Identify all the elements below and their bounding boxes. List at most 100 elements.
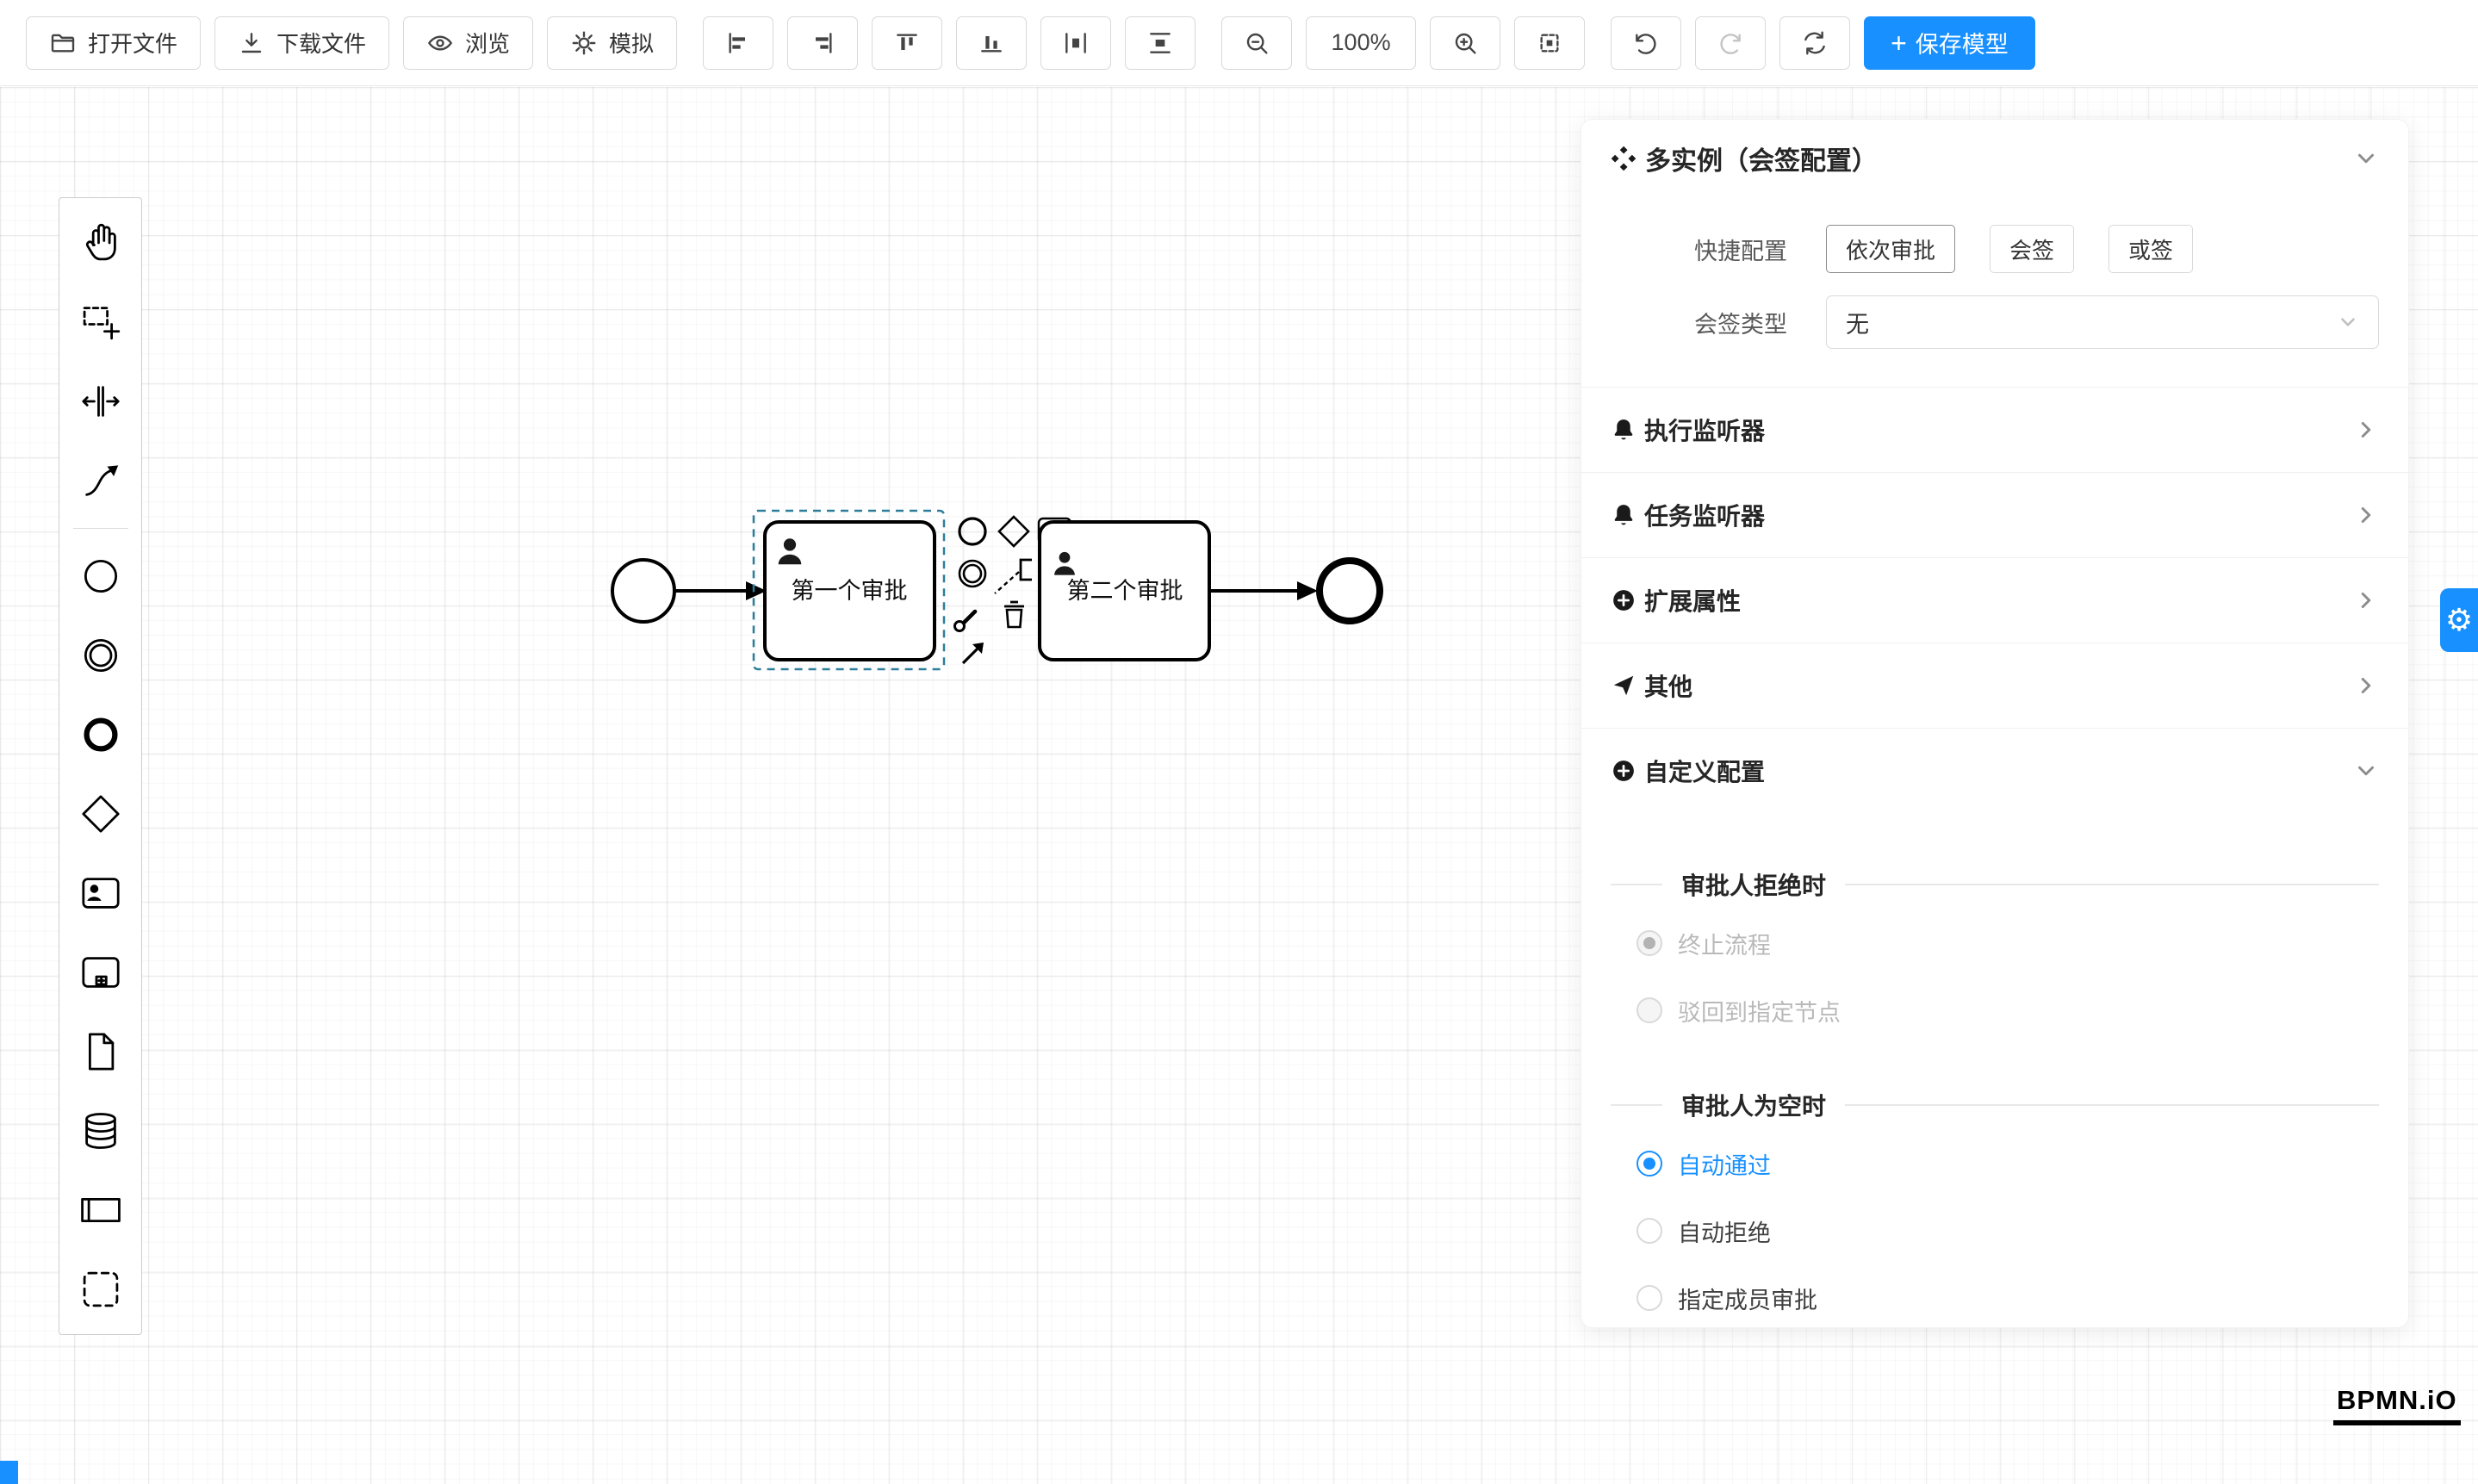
multi-instance-header[interactable]: 多实例（会签配置） xyxy=(1581,120,2408,197)
reject-divider-title: 审批人拒绝时 xyxy=(1681,872,1827,899)
radio-label: 自动通过 xyxy=(1678,1152,1771,1179)
align-left-icon xyxy=(729,32,746,53)
append-text-annotation-icon[interactable] xyxy=(994,558,1032,594)
end-event[interactable] xyxy=(1316,557,1383,624)
database-icon xyxy=(84,1113,116,1149)
download-file-button[interactable]: 下载文件 xyxy=(214,16,390,70)
send-icon xyxy=(1613,675,1634,696)
create-user-task[interactable] xyxy=(59,854,142,933)
lasso-tool[interactable] xyxy=(59,283,142,362)
zoom-out-icon xyxy=(1246,33,1268,54)
quick-option-countersign[interactable]: 会签 xyxy=(1990,225,2075,273)
quick-option-orsign[interactable]: 或签 xyxy=(2108,225,2194,273)
radio-assign-member[interactable]: 指定成员审批 xyxy=(1611,1264,2379,1327)
palette xyxy=(59,197,142,1335)
fit-viewport-button[interactable] xyxy=(1514,16,1586,70)
append-end-event-icon[interactable] xyxy=(958,517,987,546)
global-connect-tool[interactable] xyxy=(59,441,142,520)
bpmn-io-logo[interactable]: BPMN.iO xyxy=(2333,1385,2461,1425)
create-end-event[interactable] xyxy=(59,695,142,774)
distribute-horizontal-button[interactable] xyxy=(1040,16,1112,70)
simulate-button[interactable]: 模拟 xyxy=(547,16,678,70)
reset-diagram-button[interactable] xyxy=(1779,16,1851,70)
simulate-gear-icon xyxy=(572,31,596,54)
circle-plus-icon xyxy=(1613,761,1634,781)
space-tool-icon xyxy=(81,386,120,417)
create-group[interactable] xyxy=(59,1250,142,1329)
create-subprocess[interactable] xyxy=(59,933,142,1012)
chevron-right-icon xyxy=(2361,507,2371,523)
save-model-button[interactable]: + 保存模型 xyxy=(1864,16,2035,70)
quick-config-label: 快捷配置 xyxy=(1694,238,1787,264)
section-execution-listener[interactable]: 执行监听器 xyxy=(1581,387,2408,472)
section-task-listener[interactable]: 任务监听器 xyxy=(1581,472,2408,557)
sequence-flow-1[interactable] xyxy=(675,581,767,600)
align-bottom-icon xyxy=(981,35,1002,53)
sign-type-label: 会签类型 xyxy=(1694,311,1787,338)
open-file-button[interactable]: 打开文件 xyxy=(26,16,202,70)
align-right-button[interactable] xyxy=(787,16,859,70)
create-data-store[interactable] xyxy=(59,1091,142,1170)
start-event[interactable] xyxy=(611,558,676,624)
space-tool[interactable] xyxy=(59,362,142,441)
zoom-level-display[interactable]: 100% xyxy=(1306,16,1417,70)
zoom-out-button[interactable] xyxy=(1221,16,1293,70)
create-gateway[interactable] xyxy=(59,774,142,854)
radio-circle xyxy=(1636,1151,1662,1177)
corner-blue-badge[interactable] xyxy=(0,1461,18,1484)
empty-divider-title: 审批人为空时 xyxy=(1681,1093,1827,1120)
section-custom-config[interactable]: 自定义配置 xyxy=(1581,728,2408,813)
task-1-label: 第一个审批 xyxy=(792,578,908,604)
circle-plus-icon xyxy=(1613,590,1634,611)
distribute-vertical-icon xyxy=(1150,32,1171,53)
task-2-label: 第二个审批 xyxy=(1067,578,1183,604)
create-intermediate-event[interactable] xyxy=(59,616,142,695)
redo-icon xyxy=(1720,33,1741,54)
quick-option-sequential[interactable]: 依次审批 xyxy=(1826,225,1956,273)
palette-separator xyxy=(72,528,128,529)
trash-icon[interactable] xyxy=(1004,600,1024,629)
connect-tool-icon[interactable] xyxy=(961,643,984,665)
user-task-2[interactable]: 第二个审批 xyxy=(1038,520,1211,661)
properties-panel: 多实例（会签配置） 快捷配置 依次审批 会签 或签 会签类型 无 执行监听器 任… xyxy=(1581,119,2409,1328)
chevron-down-icon[interactable] xyxy=(2353,146,2379,171)
reject-divider: 审批人拒绝时 xyxy=(1611,872,2379,899)
append-gateway-icon[interactable] xyxy=(997,515,1030,548)
section-extended-properties[interactable]: 扩展属性 xyxy=(1581,557,2408,643)
append-intermediate-event-icon[interactable] xyxy=(958,559,987,588)
selection-outline xyxy=(752,509,946,671)
settings-tab[interactable]: ⚙ xyxy=(2440,588,2478,652)
sign-type-select[interactable]: 无 xyxy=(1826,295,2379,349)
distribute-vertical-button[interactable] xyxy=(1125,16,1196,70)
zoom-in-button[interactable] xyxy=(1430,16,1501,70)
section-other[interactable]: 其他 xyxy=(1581,643,2408,728)
file-icon xyxy=(88,1033,114,1071)
chevron-right-icon xyxy=(2361,422,2371,438)
undo-button[interactable] xyxy=(1611,16,1682,70)
create-start-event[interactable] xyxy=(59,537,142,616)
hand-tool[interactable] xyxy=(59,203,142,283)
align-top-button[interactable] xyxy=(872,16,943,70)
preview-button[interactable]: 浏览 xyxy=(403,16,534,70)
radio-auto-reject[interactable]: 自动拒绝 xyxy=(1611,1197,2379,1264)
radio-terminate-process[interactable]: 终止流程 xyxy=(1611,910,2379,977)
radio-label: 终止流程 xyxy=(1678,932,1771,959)
user-task-1[interactable]: 第一个审批 xyxy=(763,520,936,661)
align-left-button[interactable] xyxy=(703,16,774,70)
radio-return-to-node[interactable]: 驳回到指定节点 xyxy=(1611,977,2379,1044)
radio-circle xyxy=(1636,1218,1662,1244)
hand-icon xyxy=(85,223,116,261)
start-event-icon xyxy=(84,559,117,593)
section-label: 任务监听器 xyxy=(1644,503,1766,530)
wrench-icon[interactable] xyxy=(953,609,978,632)
create-data-object[interactable] xyxy=(59,1012,142,1091)
radio-circle xyxy=(1636,997,1662,1023)
redo-button[interactable] xyxy=(1695,16,1767,70)
zoom-level-value: 100% xyxy=(1331,29,1391,55)
gear-icon: ⚙ xyxy=(2444,602,2474,637)
align-bottom-button[interactable] xyxy=(956,16,1028,70)
section-label: 其他 xyxy=(1644,674,1693,700)
sequence-flow-2[interactable] xyxy=(1209,581,1318,600)
create-participant[interactable] xyxy=(59,1170,142,1250)
radio-auto-approve[interactable]: 自动通过 xyxy=(1611,1130,2379,1197)
